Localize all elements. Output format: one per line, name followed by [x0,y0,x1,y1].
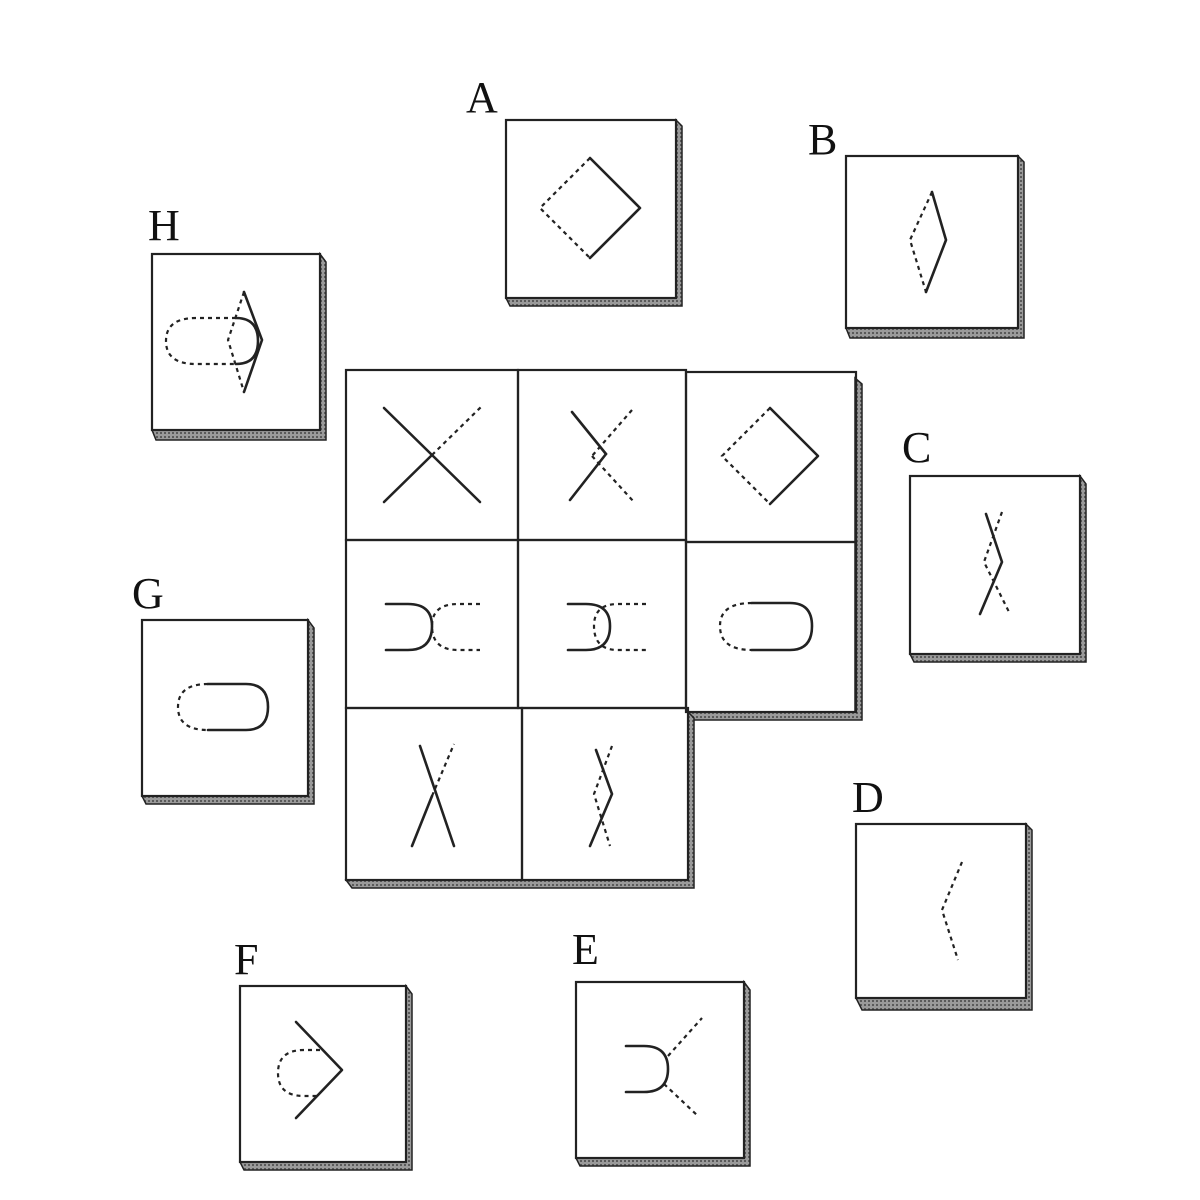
option-label: A [466,73,498,122]
option-tile-d[interactable]: D [852,773,1033,1011]
matrix-cell [516,538,688,710]
matrix-shadow-top-rows [687,376,863,721]
option-tile-f[interactable]: F [234,935,413,1171]
option-tile-h[interactable]: H [148,201,327,441]
option-label: B [808,115,837,164]
option-tile-c[interactable]: C [902,423,1087,663]
option-tile-e[interactable]: E [572,925,751,1167]
option-tile-g[interactable]: G [132,569,315,805]
matrix-shadow-bottom-row [344,710,695,889]
puzzle-matrix [344,368,863,889]
option-label: H [148,201,180,250]
matrix-cell [344,706,524,882]
matrix-cell [684,540,858,714]
option-label: D [852,773,884,822]
matrix-cell [344,538,520,710]
option-label: E [572,925,599,974]
matrix-cell [344,368,520,542]
option-tile-a[interactable]: A [466,73,683,307]
option-tile-b[interactable]: B [808,115,1025,339]
option-label: C [902,423,931,472]
option-label: F [234,935,258,984]
option-label: G [132,569,164,618]
matrix-cell [516,368,688,542]
matrix-cell [684,370,858,544]
matrix-cell [520,706,690,882]
